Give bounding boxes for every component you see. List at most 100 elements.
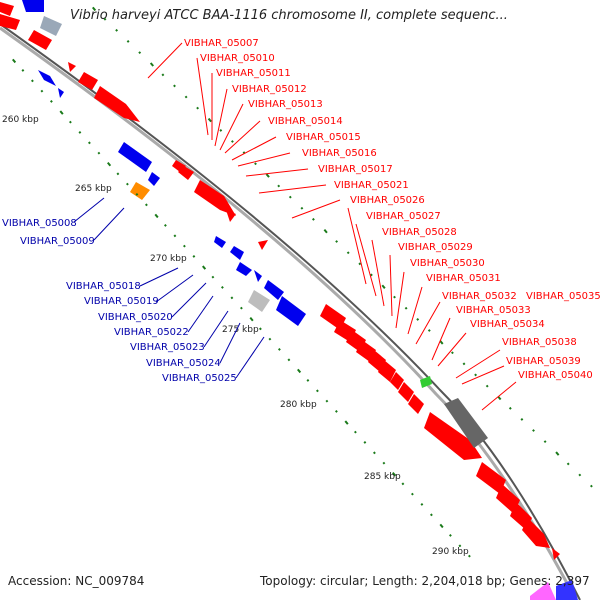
tick-mark [149,62,155,67]
gene-arrow[interactable] [254,270,262,282]
gene-arrow[interactable] [258,240,268,250]
gene-label[interactable]: VIBHAR_05027 [366,211,441,222]
kbp-scale: 260 kbp 265 kbp 270 kbp 275 kbp 280 kbp … [2,115,469,557]
gene-arrow[interactable] [22,0,44,12]
tick-mark [135,193,139,196]
gene-label[interactable]: VIBHAR_05017 [318,164,393,175]
gene-arrow[interactable] [148,172,160,186]
tick-mark [427,329,431,332]
gene-label[interactable]: VIBHAR_05029 [398,242,473,253]
gene-label[interactable]: VIBHAR_05039 [506,356,581,367]
gene-label[interactable]: VIBHAR_05019 [84,296,159,307]
tick-mark [221,286,224,289]
gene-arrow[interactable] [58,88,64,98]
gene-arrow[interactable] [476,462,506,494]
gene-arrow[interactable] [424,412,482,460]
gene-arrow[interactable] [552,548,560,560]
gene-label[interactable]: VIBHAR_05025 [162,373,237,384]
gene-label[interactable]: VIBHAR_05024 [146,358,221,369]
gene-arrow[interactable] [378,360,396,382]
misc-feature[interactable] [556,580,578,600]
gene-label[interactable]: VIBHAR_05023 [130,342,205,353]
gene-arrow[interactable] [226,210,236,222]
gene-arrow[interactable] [68,62,76,72]
gene-label[interactable]: VIBHAR_05022 [114,327,189,338]
kbp-label: 275 kbp [222,325,259,335]
misc-feature[interactable] [130,182,150,200]
gene-arrow[interactable] [78,72,98,90]
tick-mark [578,473,582,477]
tick-mark [116,172,120,176]
gene-arrow[interactable] [390,372,404,390]
gene-arrow[interactable] [496,484,520,514]
gene-arrow[interactable] [236,262,252,276]
gene-label[interactable]: VIBHAR_05033 [456,305,531,316]
gene-arrow[interactable] [38,70,56,86]
tick-mark [358,262,362,266]
tick-mark [97,151,101,155]
tick-mark [138,51,142,55]
gene-arrow[interactable] [522,518,550,548]
misc-feature[interactable] [248,290,270,312]
gene-arrow[interactable] [178,166,194,180]
gene-arrow[interactable] [94,86,140,122]
gene-arrow[interactable] [118,142,152,172]
gene-label[interactable]: VIBHAR_05009 [20,236,95,247]
gene-label[interactable]: VIBHAR_05014 [268,116,343,127]
gene-arrow[interactable] [28,30,52,50]
tick-mark [474,373,478,377]
gene-label[interactable]: VIBHAR_05031 [426,273,501,284]
gene-arrow[interactable] [398,382,414,402]
tick-mark [240,306,243,310]
gene-arrow[interactable] [276,296,306,326]
tick-mark [154,213,159,219]
tick-mark [277,184,281,188]
kbp-label: 265 kbp [75,184,112,194]
gene-arrow[interactable] [264,280,284,300]
gene-label[interactable]: VIBHAR_05026 [350,195,425,206]
gene-label[interactable]: VIBHAR_05016 [302,148,377,159]
gene-label[interactable]: VIBHAR_05032 [442,291,517,302]
gene-label[interactable]: VIBHAR_05012 [232,84,307,95]
tick-mark [420,503,424,506]
gene-label[interactable]: VIBHAR_05008 [2,218,77,229]
gene-arrow[interactable] [408,394,424,414]
misc-feature[interactable] [444,398,488,448]
misc-feature[interactable] [420,376,432,388]
tick-mark [103,17,107,21]
tick-mark [11,58,17,64]
tick-mark [450,351,454,355]
map-title: Vibrio harveyi ATCC BAA-1116 chromosome … [70,8,508,23]
tick-mark [382,461,386,465]
gene-label[interactable]: VIBHAR_05010 [200,53,275,64]
gene-label[interactable]: VIBHAR_05015 [286,132,361,143]
tick-mark [207,117,212,123]
gene-label[interactable]: VIBHAR_05040 [518,370,593,381]
gene-label[interactable]: VIBHAR_05011 [216,68,291,79]
tick-mark [40,89,44,93]
tick-mark [278,348,281,351]
misc-feature[interactable] [530,582,556,600]
gene-label[interactable]: VIBHAR_05028 [382,227,457,238]
gene-label[interactable]: VIBHAR_05030 [410,258,485,269]
gene-label[interactable]: VIBHAR_05035 [526,291,600,302]
tick-mark [59,110,64,115]
gene-arrow[interactable] [0,14,20,30]
gene-label[interactable]: VIBHAR_05018 [66,281,141,292]
tick-mark [467,554,471,558]
gene-label[interactable]: VIBHAR_05038 [502,337,577,348]
misc-feature[interactable] [40,16,62,36]
gene-label[interactable]: VIBHAR_05034 [470,319,545,330]
gene-label[interactable]: VIBHAR_05021 [334,180,409,191]
tick-mark [192,255,196,258]
gene-label[interactable]: VIBHAR_05007 [184,38,259,49]
gene-label[interactable]: VIBHAR_05013 [248,99,323,110]
gene-arrow[interactable] [194,180,236,216]
gene-label[interactable]: VIBHAR_05020 [98,312,173,323]
gene-arrow[interactable] [230,246,244,260]
tick-mark [335,410,338,413]
gene-arrow[interactable] [0,2,14,16]
gene-arrow[interactable] [214,236,226,248]
tick-mark [416,318,420,321]
